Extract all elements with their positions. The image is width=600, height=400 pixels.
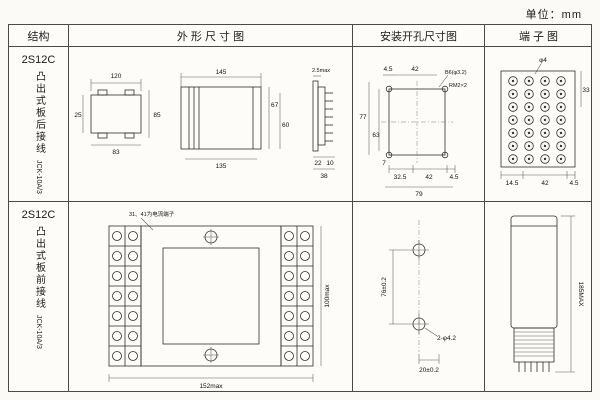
current-terminal-note: 31、41为电流端子 xyxy=(129,210,175,218)
dim-sv-total: 38 xyxy=(320,173,328,180)
side-view: 2.5max 22 10 38 xyxy=(312,68,335,180)
dim-width: 152max xyxy=(199,383,223,390)
terminal-drawing-rear: φ4 xyxy=(485,47,592,202)
dim-left-inner: 63 xyxy=(372,132,380,139)
series-label: JCK-10A/3 xyxy=(35,315,42,349)
dim-left-outer: 77 xyxy=(359,114,367,121)
dim-height: 100max xyxy=(324,284,331,308)
model-label: 2S12C xyxy=(21,209,56,221)
front-view: 145 135 67 60 xyxy=(180,69,290,170)
dim-bottom1: 32.5 xyxy=(394,174,407,181)
thread-spec-label: RM2×2 xyxy=(449,83,467,89)
dim-bottom0: 7 xyxy=(382,160,386,167)
dim-top2: 42 xyxy=(411,66,419,73)
dim-hole-pitch: 76±0.2 xyxy=(381,277,388,297)
dim-terminal-right: 33 xyxy=(582,87,590,94)
top-view: 120 25 83 85 xyxy=(74,73,161,156)
dim-terminal-b1: 14.5 xyxy=(506,180,519,187)
structure-cell-rear: 2S12C 凸出式板后接线 JCK-10A/3 xyxy=(9,47,69,202)
dim-top1: 4.5 xyxy=(383,66,392,73)
outline-drawing-rear: 120 25 83 85 145 xyxy=(69,47,353,202)
mounting-drawing-svg: 4.5 42 B6(φ3.2) RM2×2 77 63 7 32.5 42 xyxy=(359,66,467,198)
header-structure: 结构 xyxy=(9,25,69,47)
mounting-drawing-front: 76±0.2 2-φ4.2 20±0.2 xyxy=(353,202,485,392)
dim-fv-right-inner: 60 xyxy=(282,122,290,129)
dim-tv-left: 25 xyxy=(74,112,82,119)
series-label: JCK-10A/3 xyxy=(35,160,42,194)
dim-sv-d2: 10 xyxy=(326,160,334,167)
dim-sv-top: 2.5max xyxy=(312,68,330,74)
front-wiring-svg: 31、41为电流端子 xyxy=(108,210,331,390)
dim-bottom3: 4.5 xyxy=(449,174,458,181)
structure-cell-front: 2S12C 凸出式板前接线 JCK-10A/3 xyxy=(9,202,69,392)
front-side-svg: 185MAX xyxy=(510,215,584,373)
dim-terminal-b2: 42 xyxy=(541,180,549,187)
dim-tv-top: 120 xyxy=(111,73,122,80)
terminal-grid xyxy=(508,76,566,164)
dim-bottom-total: 79 xyxy=(415,191,423,198)
dim-hole-offset: 20±0.2 xyxy=(419,367,439,374)
dim-max-height: 185MAX xyxy=(577,282,584,308)
mounting-drawing-rear: 4.5 42 B6(φ3.2) RM2×2 77 63 7 32.5 42 xyxy=(353,47,485,202)
header-terminal: 端 子 图 xyxy=(485,25,592,47)
outline-drawing-front: 31、41为电流端子 xyxy=(69,202,353,392)
dim-bottom2: 42 xyxy=(425,174,433,181)
terminal-drawing-svg: φ4 xyxy=(500,57,590,187)
spec-table: 结构 外 形 尺 寸 图 安装开孔尺寸图 端 子 图 2S12C 凸出式板后接线… xyxy=(8,24,592,392)
model-label: 2S12C xyxy=(21,54,56,66)
hole-size-label: 2-φ4.2 xyxy=(437,335,456,342)
socket-hatch xyxy=(513,327,555,372)
front-mounting-svg: 76±0.2 2-φ4.2 20±0.2 xyxy=(381,220,456,374)
right-terminal-block xyxy=(280,225,314,367)
header-outline: 外 形 尺 寸 图 xyxy=(69,25,353,47)
dim-fv-top: 145 xyxy=(216,69,227,76)
dim-tv-bottom: 83 xyxy=(112,149,120,156)
mount-type-label: 凸出式板后接线 xyxy=(33,71,45,155)
dim-terminal-hole: φ4 xyxy=(539,57,547,64)
hole-spec-label: B6(φ3.2) xyxy=(445,70,467,76)
side-view-front: 185MAX xyxy=(485,202,592,392)
outline-drawing-svg: 120 25 83 85 145 xyxy=(74,68,335,180)
dim-fv-right-outer: 67 xyxy=(271,102,279,109)
relay-body xyxy=(140,225,282,367)
header-mounting: 安装开孔尺寸图 xyxy=(353,25,485,47)
dim-fv-bottom: 135 xyxy=(216,163,227,170)
mount-type-label: 凸出式板前接线 xyxy=(33,226,45,310)
dim-sv-d1: 22 xyxy=(314,160,322,167)
dim-tv-right: 85 xyxy=(153,112,161,119)
dim-terminal-b3: 4.5 xyxy=(569,180,578,187)
unit-label: 单位：mm xyxy=(525,9,582,21)
left-terminal-block xyxy=(108,225,142,367)
